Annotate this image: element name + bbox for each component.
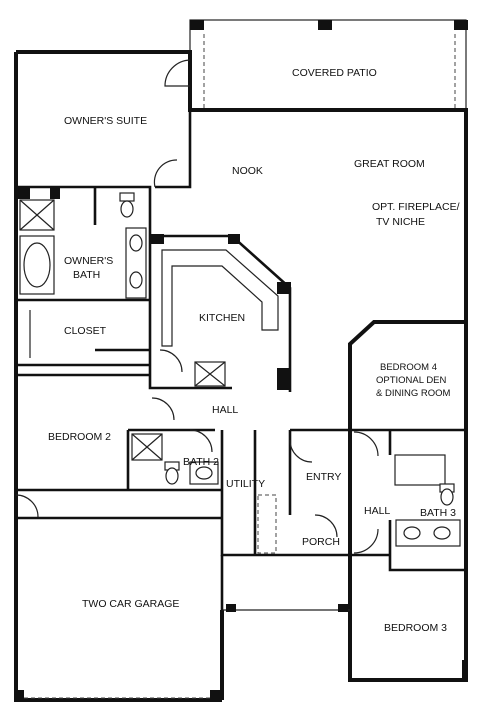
label-kitchen: KITCHEN	[199, 312, 245, 324]
label-owners-bath-line1: OWNER'S	[64, 255, 113, 267]
covered-patio-area	[189, 19, 468, 111]
owners-wing-walls	[16, 59, 192, 367]
label-nook: NOOK	[232, 165, 263, 177]
label-garage: TWO CAR GARAGE	[82, 598, 179, 610]
label-bedroom4-line3: & DINING ROOM	[376, 388, 451, 399]
label-bedroom4-line1: BEDROOM 4	[380, 362, 437, 373]
label-porch: PORCH	[302, 536, 340, 548]
label-covered-patio: COVERED PATIO	[292, 67, 377, 79]
kitchen-walls	[148, 234, 292, 392]
garage-walls	[16, 516, 348, 700]
right-wing-walls	[350, 428, 468, 680]
label-great-room: GREAT ROOM	[354, 158, 425, 170]
label-hall-main: HALL	[212, 404, 238, 416]
label-hall-side: HALL	[364, 505, 390, 517]
label-fireplace-line2: TV NICHE	[376, 216, 425, 228]
label-bedroom3: BEDROOM 3	[384, 622, 447, 634]
label-owners-suite: OWNER'S SUITE	[64, 115, 147, 127]
label-fireplace-line1: OPT. FIREPLACE/	[372, 201, 460, 213]
center-walls	[15, 373, 350, 610]
room-labels: COVERED PATIO OWNER'S SUITE NOOK GREAT R…	[48, 67, 460, 634]
label-closet: CLOSET	[64, 325, 107, 337]
label-bedroom2: BEDROOM 2	[48, 431, 111, 443]
label-bath2: BATH 2	[183, 456, 219, 468]
label-owners-bath-line2: BATH	[73, 269, 100, 281]
label-bath3: BATH 3	[420, 507, 456, 519]
label-utility: UTILITY	[226, 478, 265, 490]
label-entry: ENTRY	[306, 471, 341, 483]
label-bedroom4-line2: OPTIONAL DEN	[376, 375, 447, 386]
